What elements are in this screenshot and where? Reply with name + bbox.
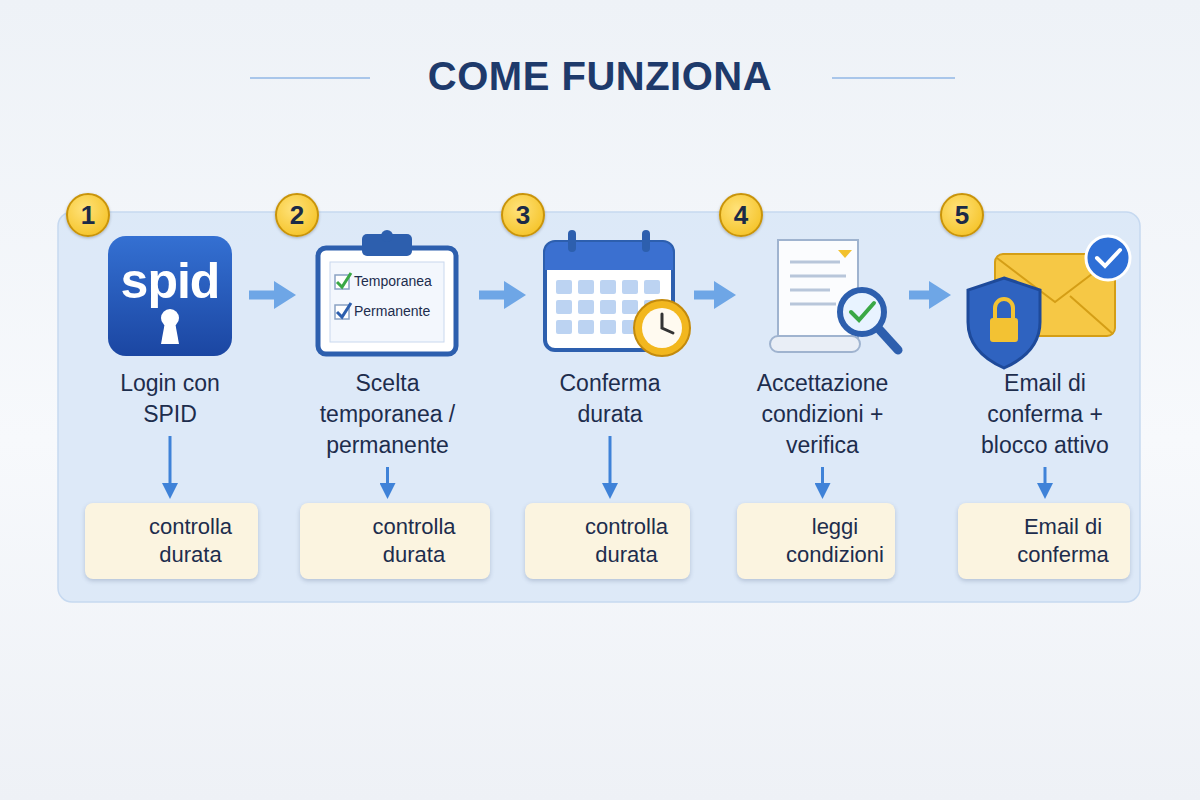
note-box: leggi condizioni xyxy=(737,503,895,579)
step-number: 4 xyxy=(719,193,763,237)
flow-arrow xyxy=(249,291,284,300)
note-box: controlla durata xyxy=(300,503,490,579)
clipboard-icon xyxy=(318,248,456,354)
magnifier-icon xyxy=(840,290,884,334)
bookmark xyxy=(838,250,852,258)
node-text: Email di conferma + blocco attivo xyxy=(955,368,1135,461)
node-text: 4 xyxy=(734,200,748,231)
node-text: Conferma durata xyxy=(530,368,690,430)
step-number: 3 xyxy=(501,193,545,237)
node-text: leggi condizioni xyxy=(783,513,887,569)
flow-arrow xyxy=(609,436,612,488)
step-box: Email di conferma + blocco attivo xyxy=(955,228,1135,461)
note-box: controlla durata xyxy=(525,503,690,579)
title-rule xyxy=(250,77,370,79)
flow-arrow xyxy=(169,436,172,488)
lock-shackle xyxy=(995,299,1013,318)
step-box: Conferma durata xyxy=(530,228,690,430)
node-text: 2 xyxy=(290,200,304,231)
step-number: 5 xyxy=(940,193,984,237)
node-text: 3 xyxy=(516,200,530,231)
node-text: 5 xyxy=(955,200,969,231)
option-text: Temporanea xyxy=(354,273,432,289)
flow-arrow xyxy=(479,291,514,300)
clock-face xyxy=(642,308,682,348)
flow-arrow xyxy=(909,291,939,300)
note-box: Email di conferma xyxy=(958,503,1130,579)
spid-logo xyxy=(108,236,232,356)
keyhole-icon xyxy=(161,322,179,344)
node-text: controlla durata xyxy=(571,513,682,569)
step-number: 2 xyxy=(275,193,319,237)
node-text: Accettazione condizioni + verifica xyxy=(740,368,905,461)
scroll-roll xyxy=(770,336,860,352)
text-lines xyxy=(790,262,846,304)
check-mark xyxy=(1097,250,1120,266)
calendar-ring xyxy=(568,230,576,252)
flow-arrow xyxy=(1044,467,1047,488)
check-mark xyxy=(337,273,351,287)
step-box: Accettazione condizioni + verifica xyxy=(740,228,905,461)
node-text: 1 xyxy=(81,200,95,231)
check-badge xyxy=(1086,236,1130,280)
node-text: Login con SPID xyxy=(95,368,245,430)
calendar-header xyxy=(545,258,673,270)
note-box: controlla durata xyxy=(85,503,258,579)
flow-arrow xyxy=(386,467,389,488)
magnifier-handle xyxy=(878,328,898,350)
flow-arrow xyxy=(694,291,724,300)
option-text: Permanente xyxy=(354,303,430,319)
steps-band xyxy=(58,212,1140,602)
clock-hands xyxy=(662,314,673,333)
calendar-header xyxy=(545,242,673,270)
logo-text: spid xyxy=(108,252,232,310)
calendar-ring xyxy=(642,230,650,252)
flow-arrow xyxy=(821,467,824,488)
shield-icon xyxy=(968,278,1040,368)
node-text: controlla durata xyxy=(346,513,482,569)
node-text: Email di conferma xyxy=(1004,513,1122,569)
node-text: Scelta temporanea / permanente xyxy=(300,368,475,461)
node-text: controlla durata xyxy=(131,513,250,569)
clock-icon xyxy=(634,300,690,356)
clipboard-paper xyxy=(330,262,444,342)
diagram-title: COME FUNZIONA xyxy=(0,54,1200,99)
step-number: 1 xyxy=(66,193,110,237)
check-mark xyxy=(337,303,351,317)
lock-body xyxy=(990,318,1018,342)
step-box: Scelta temporanea / permanente xyxy=(300,228,475,461)
title-rule xyxy=(832,77,955,79)
check-mark xyxy=(851,303,874,320)
clipboard-clip xyxy=(381,230,393,242)
